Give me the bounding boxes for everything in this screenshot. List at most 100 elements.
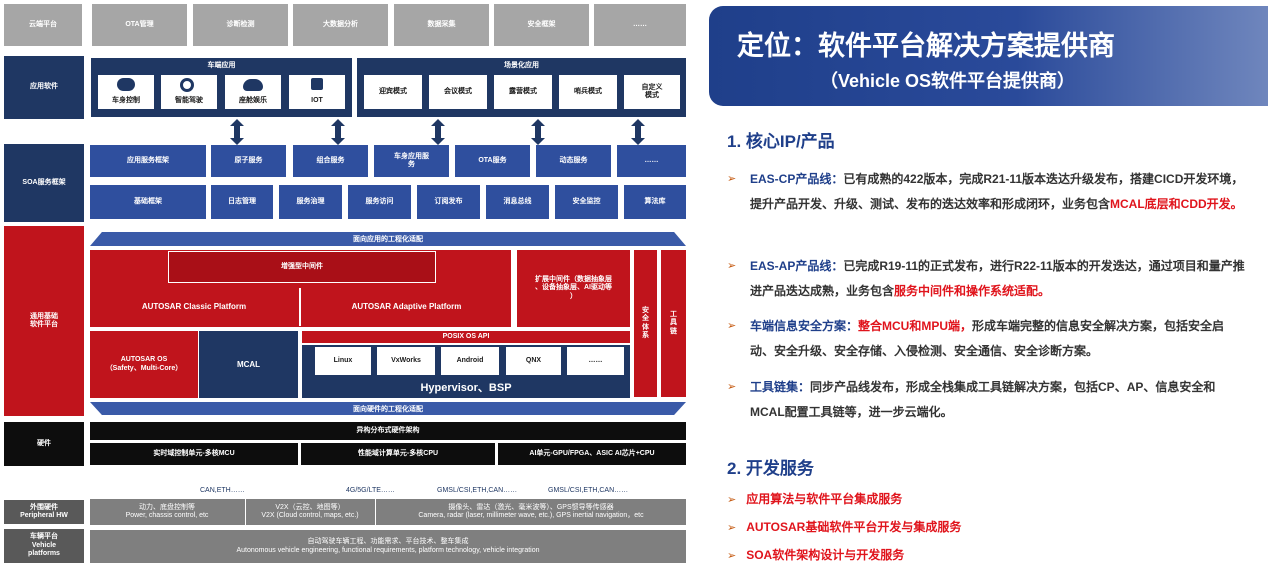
bullet-eas-ap: ➢ EAS-AP产品线：已完成R19-11的正式发布，进行R22-11版本的开发… (727, 254, 1247, 304)
bullet-vehicle-security: ➢ 车端信息安全方案：整合MCU和MPU端，形成车端完整的信息安全解决方案，包括… (727, 314, 1247, 364)
page-title: 定位：软件平台解决方案提供商 (737, 31, 1115, 61)
arrow-bullet-icon: ➢ (727, 260, 737, 272)
soa-dynamic-service: 动态服务 (536, 145, 611, 177)
layer-label-soa: SOA服务框架 (4, 144, 84, 222)
iot-chip-icon (311, 78, 323, 90)
periph-power-en: Power, chassis control, etc (125, 512, 209, 519)
double-arrow-icon (331, 119, 345, 145)
app-cockpit-entertainment: 座舱娱乐 (225, 75, 281, 109)
toolchain: 工 具 链 (661, 250, 686, 397)
hw-engineering-band: 面向硬件的工程化适配 (90, 402, 686, 415)
arrow-bullet-icon: ➢ (727, 522, 737, 534)
section-core-ip: 1. 核心IP/产品 (727, 132, 835, 151)
hw-performance-cpu: 性能域计算单元-多核CPU (301, 443, 495, 465)
toolchain-char: 链 (670, 327, 677, 335)
security-char: 全 (642, 315, 649, 323)
eas-ap-text: 已完成R19-11的正式发布，进行R22-11版本的开发迭达，通过项目和量产推进… (750, 259, 1245, 298)
bus-label-4g5g: 4G/5G/LTE…… (346, 487, 395, 494)
toolchain-char: 具 (670, 319, 677, 327)
eas-cp-label: EAS-CP产品线： (750, 172, 844, 186)
hypervisor-bsp: Hypervisor、BSP (420, 382, 512, 394)
soa-service-access: 服务访问 (348, 185, 411, 219)
eas-ap-highlight: 服务中间件和操作系统适配。 (894, 284, 1051, 298)
periph-v2x-cn: V2X（云控、地图等） (275, 503, 345, 511)
scene-custom-line1: 自定义 (641, 83, 663, 91)
security-system: 安 全 体 系 (634, 250, 657, 397)
app-body-control: 车身控制 (98, 75, 154, 109)
autosar-classic: AUTOSAR Classic Platform (90, 288, 298, 326)
scene-welcome: 迎宾模式 (364, 75, 422, 109)
vehicle-platform-en: Autonomous vehicle engineering, function… (236, 546, 540, 554)
double-arrow-icon (631, 119, 645, 145)
scene-custom: 自定义 模式 (624, 75, 680, 109)
ext-middleware-line1: 扩展中间件（数据抽象层 (535, 275, 612, 283)
car-icon (117, 78, 135, 91)
periph-v2x: V2X（云控、地图等） V2X (Cloud control, maps, et… (246, 499, 374, 525)
app-engineering-band: 面向应用的工程化适配 (90, 232, 686, 246)
app-iot: IOT (289, 75, 345, 109)
enhanced-middleware: 增强型中间件 (168, 251, 436, 283)
top-item-security-frame: 安全框架 (494, 4, 589, 46)
vehicle-app-title: 车端应用 (207, 61, 236, 69)
kernel-android: Android (441, 347, 499, 375)
section-dev-services: 2. 开发服务 (727, 459, 814, 478)
double-arrow-icon (531, 119, 545, 145)
kernel-qnx: QNX (506, 347, 561, 375)
scene-custom-line2: 模式 (645, 92, 659, 99)
double-arrow-icon (230, 119, 244, 145)
soa-base-frame: 基础框架 (90, 185, 206, 219)
peripheral-row (90, 499, 686, 525)
base-label-line2: 软件平台 (30, 321, 58, 328)
scene-meeting: 会议模式 (429, 75, 487, 109)
title-banner (709, 6, 1268, 106)
vehicle-app-group: 车端应用 车身控制 智能驾驶 座舱娱乐 IOT (91, 58, 352, 117)
layer-label-periph: 外围硬件 Peripheral HW (4, 500, 84, 524)
periph-v2x-en: V2X (Cloud control, maps, etc.) (261, 512, 359, 519)
arrow-bullet-icon: ➢ (727, 494, 737, 506)
security-char: 体 (642, 323, 649, 331)
mcal: MCAL (199, 331, 298, 398)
soa-service-governance: 服务治理 (279, 185, 342, 219)
soa-algorithm-lib: 算法库 (624, 185, 686, 219)
autosar-os-line1: AUTOSAR OS (120, 356, 168, 364)
app-label-smart-driving: 智能驾驶 (175, 96, 203, 104)
soa-body-app-line2: 务 (408, 161, 415, 168)
soa-composite-service: 组合服务 (293, 145, 368, 177)
top-item-ota: OTA管理 (92, 4, 187, 46)
vehicle-platform-cn: 自动驾驶车辆工程、功能需求、平台技术、整车集成 (307, 538, 469, 546)
bullet-toolchain: ➢ 工具链集：同步产品线发布，形成全栈集成工具链解决方案，包括CP、AP、信息安… (727, 375, 1247, 425)
soa-security-monitor: 安全监控 (555, 185, 618, 219)
bus-label-gmsl-2: GMSL/CSI,ETH,CAN…… (548, 487, 629, 494)
divider (375, 499, 376, 525)
soa-message-bus: 消息总线 (486, 185, 549, 219)
bus-label-can-eth: CAN,ETH…… (200, 487, 245, 494)
bus-label-gmsl-1: GMSL/CSI,ETH,CAN…… (437, 487, 518, 494)
service-soa: SOA软件架构设计与开发服务 (746, 548, 905, 562)
bullet-eas-cp: ➢ EAS-CP产品线：已有成熟的422版本，完成R21-11版本迭达升级发布，… (727, 167, 1247, 217)
hw-ai-unit: AI单元-GPU/FPGA、ASIC AI芯片+CPU (498, 443, 686, 465)
periph-sensors-en: Camera, radar (laser, millimeter wave, e… (418, 512, 644, 519)
kernel-more: …… (567, 347, 624, 375)
periph-sensors: 摄像头、雷达（激光、毫米波等）、GPS惯导等传感器 Camera, radar … (376, 499, 686, 525)
autosar-os-line2: （Safety、Multi-Core） (105, 364, 183, 372)
periph-sensors-cn: 摄像头、雷达（激光、毫米波等）、GPS惯导等传感器 (448, 503, 614, 511)
posix-os-api: POSIX OS API (302, 331, 630, 343)
app-label-cockpit: 座舱娱乐 (239, 96, 267, 104)
app-label-iot: IOT (311, 96, 323, 104)
scene-camping: 露营模式 (494, 75, 552, 109)
service-item: ➢ AUTOSAR基础软件平台开发与集成服务 (727, 518, 961, 535)
toolchain-label: 工具链集： (750, 380, 811, 394)
kernel-vxworks: VxWorks (377, 347, 435, 375)
toolchain-text: 同步产品线发布，形成全栈集成工具链解决方案，包括CP、AP、信息安全和MCAL配… (750, 380, 1216, 419)
top-item-more: …… (594, 4, 686, 46)
vehicle-label-line3: platforms (28, 550, 60, 558)
service-autosar: AUTOSAR基础软件平台开发与集成服务 (746, 520, 962, 534)
vehicle-label-line2: Vehicle (31, 541, 57, 549)
vehicle-platform: 自动驾驶车辆工程、功能需求、平台技术、整车集成 Autonomous vehic… (90, 530, 686, 563)
page-subtitle: （Vehicle OS软件平台提供商） (820, 71, 1076, 91)
soa-app-service-frame: 应用服务框架 (90, 145, 206, 177)
kernel-linux: Linux (315, 347, 371, 375)
cloud-icon (243, 79, 263, 91)
app-smart-driving: 智能驾驶 (161, 75, 217, 109)
eas-ap-label: EAS-AP产品线： (750, 259, 844, 273)
